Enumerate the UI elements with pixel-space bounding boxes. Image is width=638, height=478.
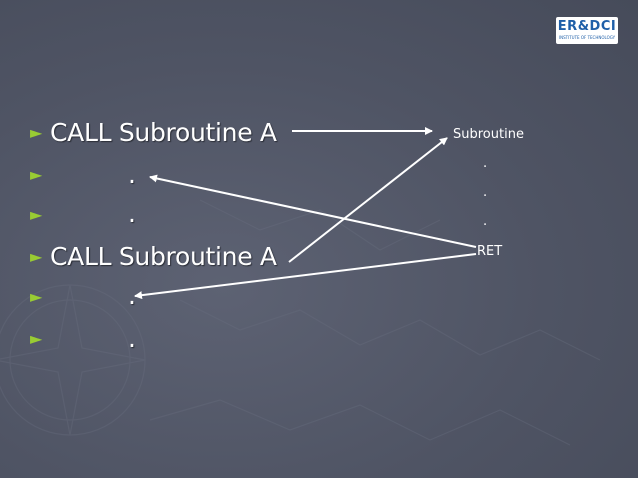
bullet-icon: ► bbox=[30, 328, 43, 348]
line-call-2: ► CALL Subroutine A bbox=[30, 238, 277, 274]
subroutine-dot: . bbox=[483, 214, 488, 229]
logo-text: ER&DCI bbox=[557, 19, 617, 34]
line-dot-1: ► bbox=[30, 156, 50, 192]
bullet-icon: ► bbox=[30, 286, 43, 306]
dot-text: . bbox=[128, 199, 136, 228]
bullet-icon: ► bbox=[30, 204, 43, 224]
logo-subtext: INSTITUTE OF TECHNOLOGY bbox=[558, 35, 616, 40]
line-dot-2: ► bbox=[30, 196, 50, 232]
dot-text: . bbox=[128, 281, 136, 310]
line-dot-4: ► bbox=[30, 320, 50, 356]
bullet-icon: ► bbox=[30, 164, 43, 184]
return-arrow-1 bbox=[149, 174, 477, 248]
line-call-1: ► CALL Subroutine A bbox=[30, 114, 277, 150]
subroutine-dot: . bbox=[483, 156, 488, 171]
dot-text: . bbox=[128, 160, 136, 189]
call-to-subroutine-arrow-2 bbox=[288, 137, 448, 263]
ret-text: RET bbox=[477, 244, 503, 259]
bullet-icon: ► bbox=[30, 246, 43, 266]
subroutine-title: Subroutine bbox=[453, 127, 524, 142]
dot-text: . bbox=[128, 324, 136, 353]
bullet-icon: ► bbox=[30, 122, 43, 142]
subroutine-dot: . bbox=[483, 185, 488, 200]
call-subroutine-text: CALL Subroutine A bbox=[50, 241, 277, 271]
line-dot-3: ► bbox=[30, 278, 50, 314]
logo: ER&DCI INSTITUTE OF TECHNOLOGY bbox=[556, 17, 618, 44]
return-arrow-2 bbox=[134, 253, 477, 300]
call-subroutine-text: CALL Subroutine A bbox=[50, 117, 277, 147]
